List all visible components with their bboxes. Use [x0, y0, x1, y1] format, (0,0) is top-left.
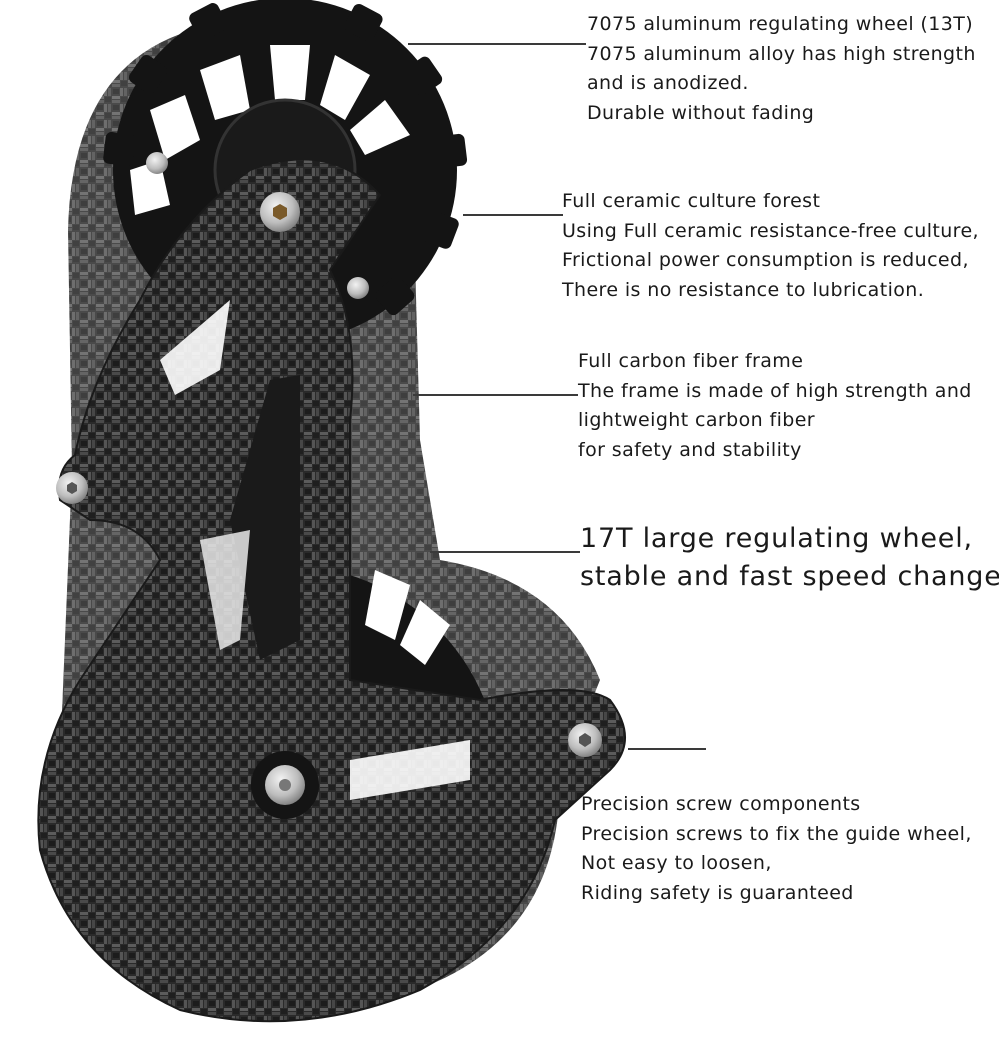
center-wheel-bolt — [251, 751, 319, 819]
callout-line: Full carbon fiber frame — [578, 350, 804, 372]
callout-line: Precision screw components — [581, 793, 861, 815]
callout-line: 7075 aluminum regulating wheel (13T) — [587, 13, 974, 35]
small-silver-bolts — [146, 152, 369, 299]
leader-line-ceramic-bearing — [463, 214, 563, 216]
callout-precision-screws: Precision screw components Precision scr… — [581, 790, 972, 908]
callout-line: 17T large regulating wheel, — [580, 523, 973, 554]
callout-line: The frame is made of high strength and — [578, 379, 972, 402]
callout-line: Using Full ceramic resistance-free cultu… — [562, 219, 979, 242]
callout-line: Durable without fading — [587, 101, 815, 124]
top-wheel-bolt — [260, 192, 300, 232]
callout-line: There is no resistance to lubrication. — [562, 278, 925, 301]
left-pivot-bolt — [56, 472, 88, 504]
callout-ceramic-bearing: Full ceramic culture forest Using Full c… — [562, 187, 979, 305]
callout-carbon-frame: Full carbon fiber frame The frame is mad… — [578, 347, 972, 465]
callout-17t-wheel: 17T large regulating wheel, stable and f… — [580, 520, 999, 596]
leader-line-precision-screws — [628, 748, 706, 750]
callout-line: stable and fast speed change — [580, 561, 999, 592]
callout-line: Precision screws to fix the guide wheel, — [581, 822, 972, 845]
callout-line: for safety and stability — [578, 438, 802, 461]
callout-line: Full ceramic culture forest — [562, 190, 821, 212]
callout-line: lightweight carbon fiber — [578, 409, 816, 431]
callout-line: and is anodized. — [587, 72, 749, 94]
callout-line: Riding safety is guaranteed — [581, 881, 854, 904]
right-arm-bolt — [568, 723, 602, 757]
callout-line: Frictional power consumption is reduced, — [562, 249, 969, 271]
front-carbon-frame — [37, 158, 626, 1023]
leader-line-17t-wheel — [430, 551, 580, 553]
leader-line-13t-wheel — [408, 43, 586, 45]
callout-line: Not easy to loosen, — [581, 852, 772, 874]
callout-line: 7075 aluminum alloy has high strength — [587, 42, 976, 65]
callout-13t-wheel: 7075 aluminum regulating wheel (13T) 707… — [587, 10, 976, 128]
leader-line-carbon-frame — [413, 394, 578, 396]
